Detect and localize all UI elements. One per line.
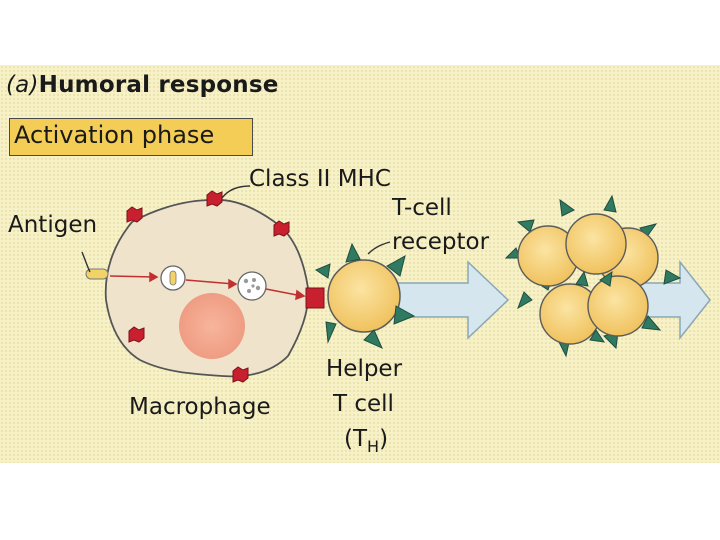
th-label-main: (T	[344, 426, 368, 452]
arrow-to-next-phase	[639, 259, 711, 341]
macrophage-cell	[104, 199, 310, 378]
helper-t-cell-label-line3: (TH)	[344, 426, 389, 456]
activation-phase-label: Activation phase	[14, 121, 215, 149]
arrow-to-proliferation	[391, 260, 510, 340]
antigen-label: Antigen	[8, 212, 98, 238]
processed-antigen-vesicle	[237, 271, 267, 301]
t-cell-receptor-label-line1: T-cell	[392, 195, 452, 221]
internalized-antigen-vesicle	[160, 265, 186, 291]
t-cell-receptors	[314, 242, 416, 349]
helper-t-cell-label-line1: Helper	[326, 356, 403, 382]
figure-heading: (a)Humoral response	[6, 72, 279, 98]
macrophage-label: Macrophage	[129, 394, 271, 420]
heading-title: Humoral response	[38, 72, 279, 98]
class-ii-mhc-label: Class II MHC	[249, 166, 391, 192]
th-label-subscript: H	[367, 437, 380, 456]
macrophage-nucleus	[179, 293, 245, 359]
heading-prefix: (a)	[6, 72, 39, 98]
t-cell-clone	[587, 275, 649, 337]
class-ii-mhc-markers	[126, 190, 325, 383]
processing-arrows	[109, 271, 306, 301]
t-cell-clone	[565, 213, 627, 275]
activation-phase-box	[9, 118, 253, 156]
helper-t-cell-label-line2: T cell	[333, 391, 394, 417]
th-label-end: )	[379, 426, 389, 452]
t-cell-receptor-label-line2: receptor	[392, 229, 490, 255]
mhc-tcr-contact	[305, 287, 325, 309]
proliferating-t-cell-cluster	[504, 194, 682, 358]
leader-lines	[81, 185, 391, 273]
helper-t-cell	[314, 242, 416, 349]
antigen-particle	[85, 268, 109, 280]
